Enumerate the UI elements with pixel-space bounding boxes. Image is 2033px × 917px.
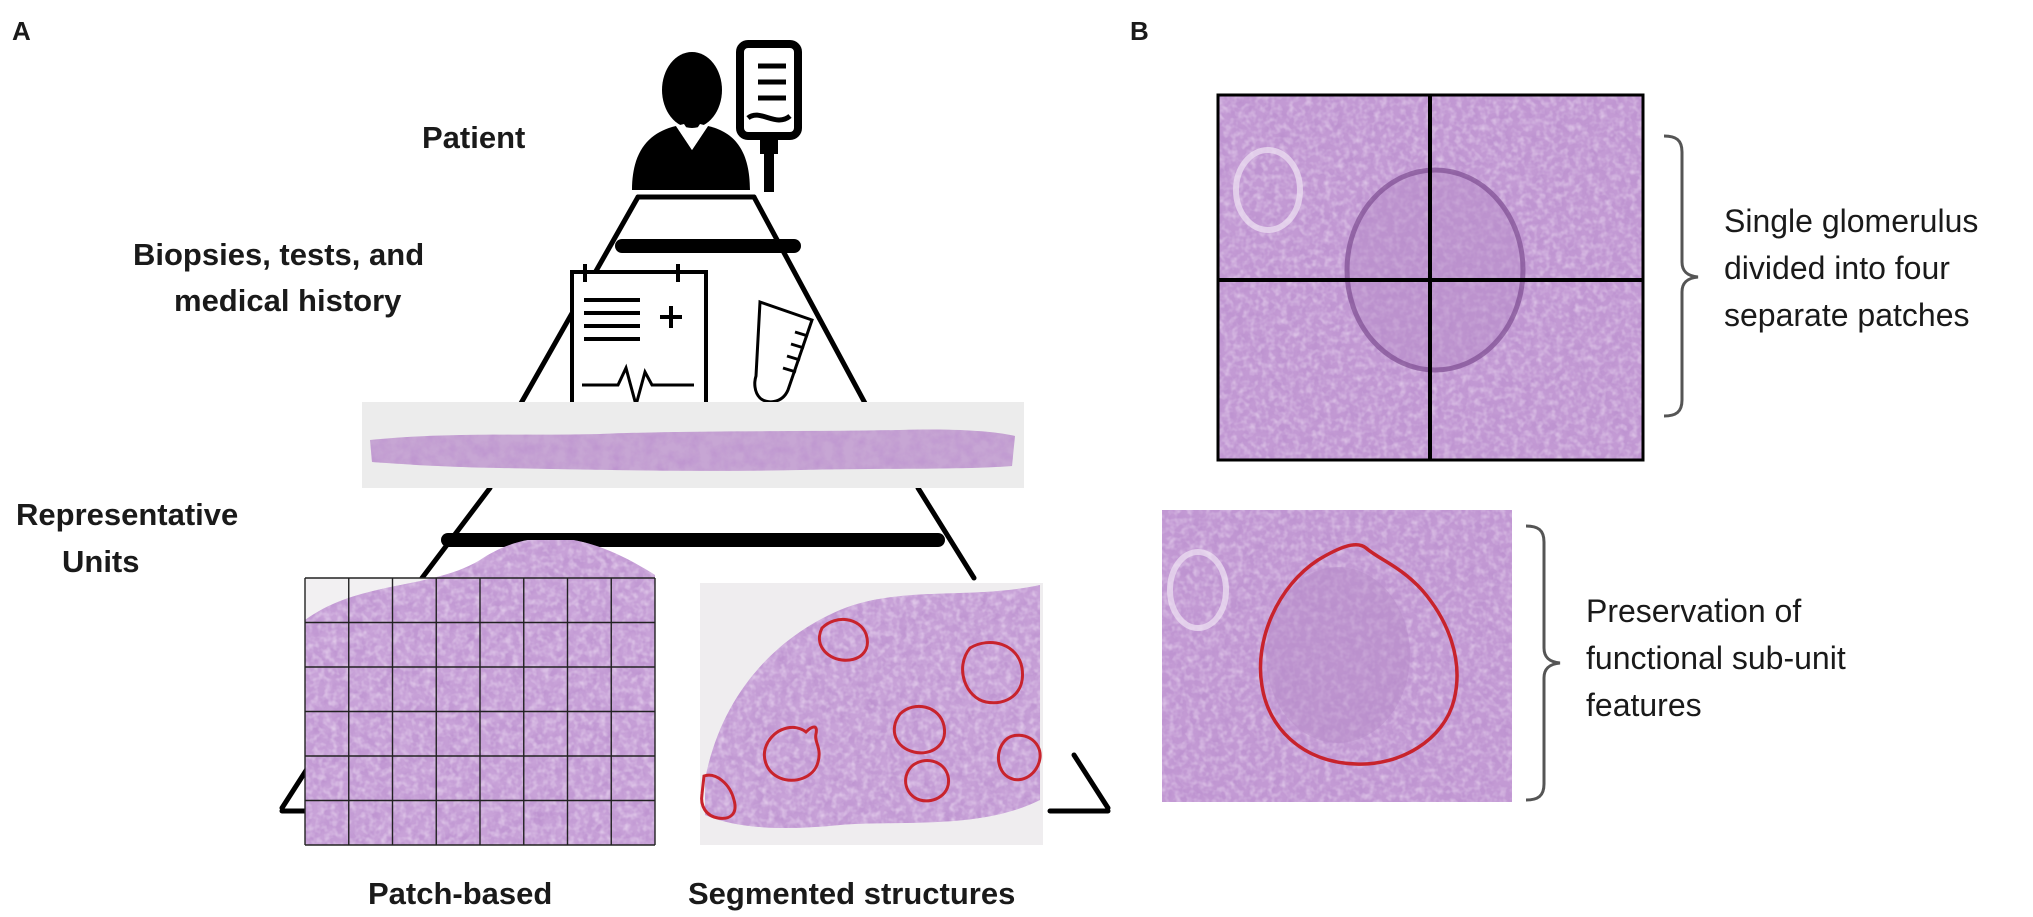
glomerulus-outline — [961, 641, 1024, 705]
units-label-line2: Units — [62, 544, 140, 579]
panel-a-letter: A — [12, 16, 31, 46]
bottom-caption-line3: features — [1586, 687, 1702, 723]
glomerulus-outline — [1258, 543, 1459, 766]
patch-based-image — [304, 540, 656, 846]
biopsy-strip — [362, 402, 1024, 488]
top-brace — [1663, 134, 1699, 418]
top-caption-line1: Single glomerulus — [1724, 203, 1978, 239]
bottom-brace — [1525, 524, 1561, 802]
test-tube-icon — [753, 299, 814, 404]
glomerulus-outline — [818, 618, 869, 662]
units-label-line1: Representative — [16, 497, 238, 532]
bottom-caption-line1: Preservation of — [1586, 593, 1801, 629]
panel-b-letter: B — [1130, 16, 1149, 46]
glomerulus-outline — [700, 773, 737, 820]
biopsies-label-line2: medical history — [174, 283, 402, 318]
bottom-caption-line2: functional sub-unit — [1586, 640, 1846, 676]
patient-icon — [632, 52, 750, 190]
glomerulus-outline — [892, 704, 947, 755]
glomerulus-outline — [904, 759, 951, 803]
medical-chart-icon — [570, 264, 708, 422]
four-patch-image — [1216, 93, 1645, 462]
outlined-glomerulus-image — [1162, 510, 1512, 802]
glomerulus-outline — [997, 733, 1042, 782]
patient-label: Patient — [422, 120, 525, 155]
patch-grid — [304, 577, 656, 846]
glomerulus-outline — [763, 725, 821, 782]
top-caption-line3: separate patches — [1724, 297, 1970, 333]
patch-based-label: Patch-based — [368, 876, 552, 911]
segmented-image — [700, 583, 1043, 845]
segmented-structures-label: Segmented structures — [688, 876, 1015, 911]
iv-bag-icon — [736, 40, 802, 192]
biopsies-label-line1: Biopsies, tests, and — [133, 237, 424, 272]
top-caption-line2: divided into four — [1724, 250, 1950, 286]
